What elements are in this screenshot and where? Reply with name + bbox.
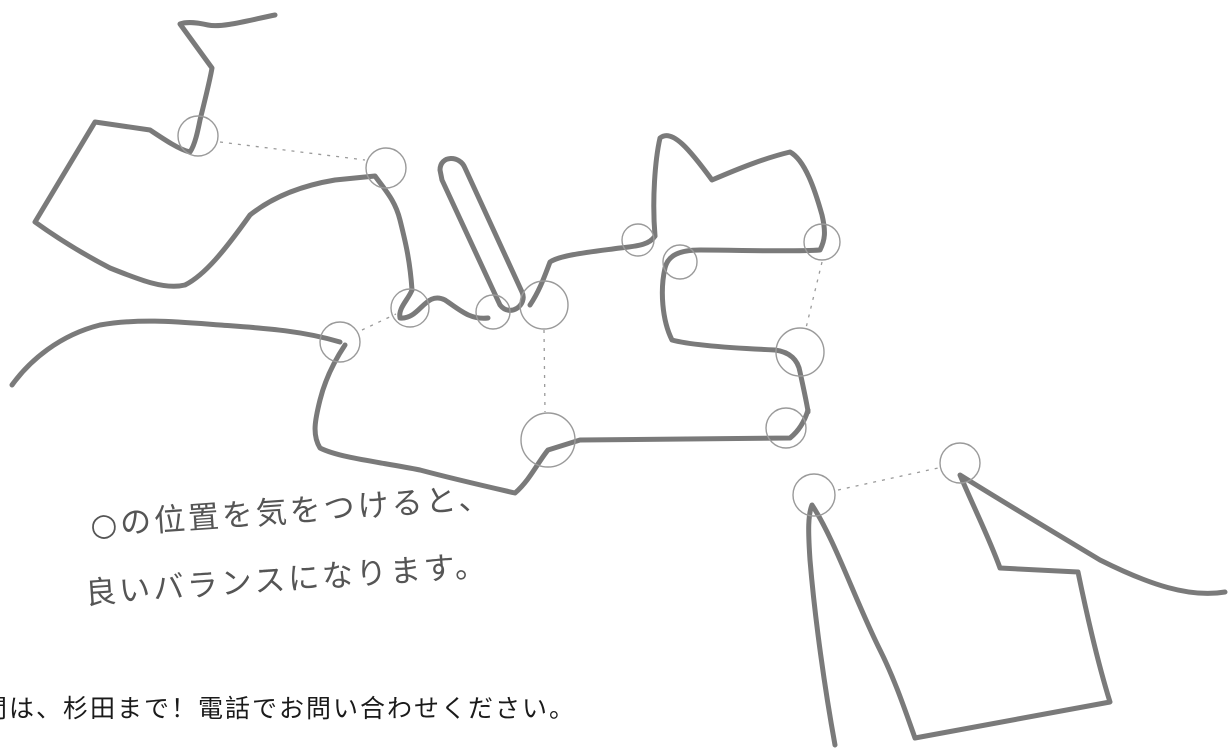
contact-footer-text: 問は、杉田まで！電話でお問い合わせください。 bbox=[0, 694, 577, 723]
guide-circle-10 bbox=[803, 223, 841, 261]
guide-dotted-5 bbox=[837, 467, 939, 491]
right-notch-stroke bbox=[651, 133, 827, 415]
guide-circle-5 bbox=[519, 280, 569, 330]
guide-dotted-4 bbox=[805, 261, 823, 329]
guide-circle-13 bbox=[792, 473, 836, 517]
guide-circle-4 bbox=[475, 294, 511, 330]
bottom-right-stroke bbox=[806, 472, 1228, 748]
guide-circle-3 bbox=[390, 288, 430, 328]
guide-circle-1 bbox=[177, 115, 219, 157]
guide-circle-12 bbox=[765, 407, 807, 449]
guide-dotted-2 bbox=[361, 313, 397, 331]
guide-circle-11 bbox=[775, 327, 825, 377]
left-wavy-stroke bbox=[9, 318, 343, 388]
bump-connector-stroke bbox=[397, 287, 491, 321]
center-connector-stroke bbox=[527, 233, 658, 308]
guide-circle-7 bbox=[520, 412, 576, 468]
guide-dotted-1 bbox=[219, 141, 366, 161]
guide-circle-9 bbox=[662, 244, 698, 280]
guide-circle-14 bbox=[939, 442, 981, 484]
upper-left-stroke bbox=[32, 12, 415, 293]
pill-stroke bbox=[437, 156, 526, 313]
guide-circle-2 bbox=[365, 147, 407, 189]
middle-box-stroke bbox=[312, 342, 811, 496]
guide-dotted-3 bbox=[543, 329, 546, 413]
guide-circle-8 bbox=[621, 223, 655, 257]
guide-circle-6 bbox=[319, 321, 361, 363]
